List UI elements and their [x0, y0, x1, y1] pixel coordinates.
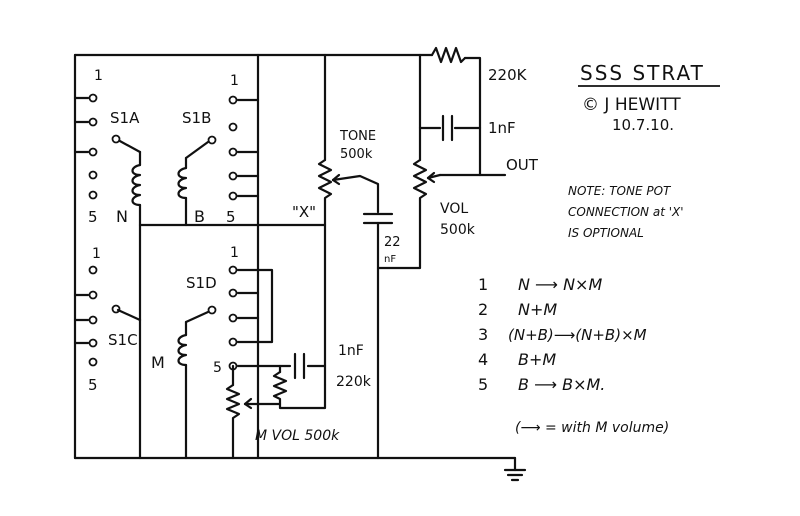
neck-pickup-label: N: [116, 207, 128, 226]
position-num: 2: [478, 300, 488, 319]
s1a-label: S1A: [110, 109, 140, 127]
capacitor-1nf-mid-label: 1nF: [338, 343, 364, 359]
position-num: 5: [478, 375, 488, 394]
output-label: OUT: [506, 156, 539, 174]
position-num: 3: [478, 325, 488, 344]
switch-s1b: [184, 95, 260, 201]
capacitor-22nf: [362, 212, 394, 270]
middle-pickup-coil: [177, 320, 188, 460]
legend-text: (⟶ = with M volume): [515, 420, 669, 436]
s1d-pos5: 5: [213, 360, 222, 376]
vol-value: 500k: [440, 222, 476, 238]
tone-label: TONE: [339, 129, 376, 144]
resistor-220k-mid-label: 220k: [336, 374, 372, 390]
switch-s1a: [73, 93, 142, 200]
middle-volume-network: [225, 352, 327, 460]
credit-text: © J HEWITT: [582, 95, 681, 115]
capacitor-22nf-value: 22: [384, 235, 401, 250]
position-text: N ⟶ N×M: [518, 275, 602, 294]
switch-s1d: [184, 265, 274, 371]
neck-pickup-coil: [131, 150, 142, 227]
resistor-220k: [430, 46, 467, 64]
position-list: 1 N ⟶ N×M 2 N+M 3 (N+B)⟶(N+B)×M 4 B+M 5 …: [478, 275, 647, 394]
s1c-label: S1C: [108, 331, 138, 349]
capacitor-1nf-top: [441, 114, 454, 142]
s1b-label: S1B: [182, 109, 211, 127]
position-text: B ⟶ B×M.: [518, 375, 605, 394]
s1c-pos1: 1: [92, 246, 101, 262]
resistor-220k-label: 220K: [488, 66, 528, 84]
tone-pot: [317, 158, 380, 214]
vol-label: VOL: [440, 201, 468, 217]
x-connection-label: "X": [292, 203, 316, 221]
note-line2: CONNECTION at 'X': [568, 205, 684, 219]
position-num: 1: [478, 275, 488, 294]
s1b-pos1: 1: [230, 73, 239, 89]
position-num: 4: [478, 350, 488, 369]
position-text: (N+B)⟶(N+B)×M: [508, 326, 647, 344]
note-line1: NOTE: TONE POT: [568, 184, 672, 198]
tone-value: 500k: [340, 147, 373, 162]
switch-s1c: [73, 265, 142, 367]
frame-wiring: [73, 53, 517, 460]
volume-pot: [412, 158, 442, 202]
s1a-pos1: 1: [94, 68, 103, 84]
date-text: 10.7.10.: [612, 116, 674, 134]
s1b-pos5: 5: [226, 208, 236, 226]
ground-icon: [503, 456, 527, 482]
diagram-title: SSS STRAT: [580, 61, 705, 85]
position-text: N+M: [518, 300, 557, 319]
bridge-pickup-label: B: [194, 207, 205, 226]
bridge-pickup-coil: [177, 156, 188, 227]
note-line3: IS OPTIONAL: [568, 226, 644, 240]
s1d-pos1: 1: [230, 245, 239, 261]
s1d-label: S1D: [186, 274, 217, 292]
capacitor-22nf-unit: nF: [384, 254, 396, 265]
capacitor-1nf-top-label: 1nF: [488, 119, 516, 137]
middle-pickup-label: M: [151, 353, 165, 372]
s1a-pos5: 5: [88, 208, 98, 226]
mvol-label: M VOL 500k: [255, 428, 340, 444]
s1c-pos5: 5: [88, 376, 98, 394]
position-text: B+M: [518, 350, 556, 369]
